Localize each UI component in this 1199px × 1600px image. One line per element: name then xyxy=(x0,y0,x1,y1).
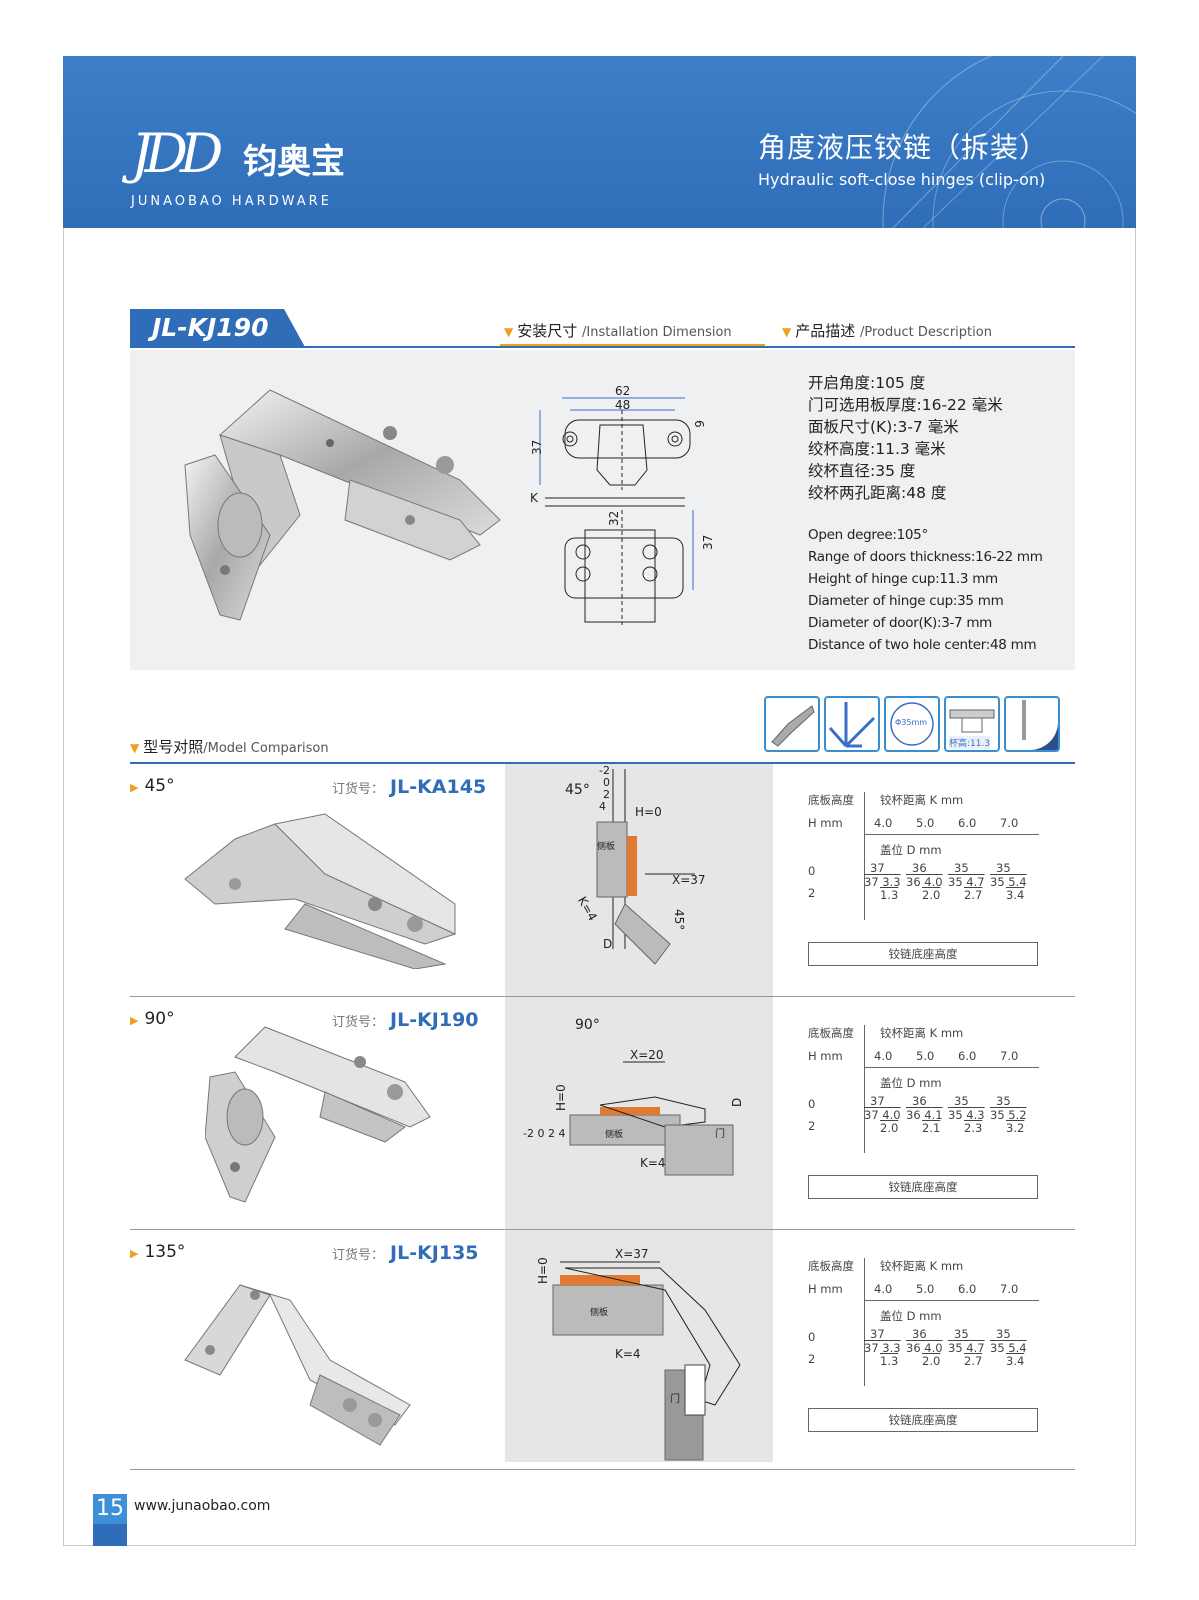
dim-37b: 37 xyxy=(701,535,715,550)
model-tag: JL-KJ190 xyxy=(130,309,305,347)
page-number: 15 xyxy=(93,1494,127,1524)
svg-text:K=4: K=4 xyxy=(575,894,600,923)
website-link[interactable]: www.junaobao.com xyxy=(134,1498,271,1514)
svg-text:0: 0 xyxy=(603,776,610,789)
row-angle: ▶45° xyxy=(130,776,175,796)
header-title: 角度液压铰链（拆装） Hydraulic soft-close hinges (… xyxy=(758,126,1048,189)
svg-text:D: D xyxy=(603,937,612,951)
install-dim-heading: ▼安装尺寸 /Installation Dimension xyxy=(504,322,732,340)
installation-dimension-drawing: 62 48 37 K 6 32 37 xyxy=(530,384,715,625)
svg-text:45°: 45° xyxy=(565,782,590,798)
hinge-icon xyxy=(764,696,820,752)
header-decoration xyxy=(882,56,1136,228)
svg-text:门: 门 xyxy=(715,1127,725,1140)
model-comparison-heading: ▼型号对照/Model Comparison xyxy=(130,738,329,756)
comparison-row-45: ▶45° 订货号：JL-KA145 45° -2 0 2 4 H=0 侧板 X=… xyxy=(130,764,1075,997)
svg-text:X=37: X=37 xyxy=(615,1247,649,1261)
open-angle-icon xyxy=(824,696,880,752)
svg-text:4: 4 xyxy=(599,800,606,813)
comparison-rule xyxy=(130,762,1075,764)
hinge-135-image xyxy=(184,1284,411,1446)
product-desc-en: Open degree:105°Range of doors thickness… xyxy=(808,527,1043,653)
title-en: Hydraulic soft-close hinges (clip-on) xyxy=(757,170,1046,189)
order-number: 订货号：JL-KJ135 xyxy=(332,1242,479,1264)
svg-text:H=0: H=0 xyxy=(635,805,662,819)
svg-text:45°: 45° xyxy=(672,909,686,930)
comparison-row-135: ▶135° 订货号：JL-KJ135 X=37 H=0 侧板 门 K=4 底板高… xyxy=(130,1230,1075,1462)
dim-37a: 37 xyxy=(530,440,544,455)
svg-text:2: 2 xyxy=(603,788,610,801)
row-angle: ▶135° xyxy=(130,1242,186,1262)
svg-text:K=4: K=4 xyxy=(640,1156,666,1170)
logo-mark: JDD xyxy=(131,122,223,185)
order-number: 订货号：JL-KJ190 xyxy=(332,1009,479,1031)
svg-text:D: D xyxy=(730,1098,744,1107)
cup-diameter-icon: Φ35mm xyxy=(884,696,940,752)
svg-text:H=0: H=0 xyxy=(536,1257,550,1284)
cup-height-icon: 杯高:11.3 xyxy=(944,696,1000,752)
svg-text:H=0: H=0 xyxy=(554,1084,568,1111)
product-desc-cn: 开启角度:105 度门可选用板厚度:16-22 毫米面板尺寸(K):3-7 毫米… xyxy=(808,374,1003,502)
row-angle: ▶90° xyxy=(130,1009,175,1029)
dim-62: 62 xyxy=(615,384,630,398)
svg-text:门: 门 xyxy=(670,1392,680,1405)
hinge-product-image xyxy=(184,389,501,621)
brand-name-en: JUNAOBAO HARDWARE xyxy=(131,194,332,209)
brand-name-cn: 钧奥宝 xyxy=(243,142,345,182)
section-rule xyxy=(130,346,1075,348)
dim-32: 32 xyxy=(607,511,621,526)
header-banner: JDD 钧奥宝 JUNAOBAO HARDWARE 角度液压铰链（拆装） Hyd… xyxy=(63,56,1136,228)
hinge-90-image xyxy=(205,1026,431,1203)
product-desc-heading: ▼产品描述 /Product Description xyxy=(782,322,992,340)
order-number: 订货号：JL-KA145 xyxy=(332,776,487,798)
svg-text:90°: 90° xyxy=(575,1017,600,1033)
svg-text:侧板: 侧板 xyxy=(605,1128,623,1140)
svg-text:侧板: 侧板 xyxy=(597,840,615,852)
installation-diagram-45: 45° -2 0 2 4 H=0 侧板 X=37 K=4 D 45° xyxy=(505,764,773,996)
bottom-rule xyxy=(130,1469,1075,1470)
dim-48: 48 xyxy=(615,398,630,412)
hinge-45-image xyxy=(184,813,457,969)
dim-k: K xyxy=(530,491,539,505)
svg-text:X=37: X=37 xyxy=(672,873,706,887)
install-dim-underline xyxy=(500,344,765,346)
svg-text:-2: -2 xyxy=(599,764,610,777)
svg-text:X=20: X=20 xyxy=(630,1048,664,1062)
comparison-row-90: ▶90° 订货号：JL-KJ190 90° X=20 H=0 侧板 门 D -2… xyxy=(130,997,1075,1230)
page-number-block: 15 xyxy=(93,1494,127,1546)
installation-diagram-90: 90° X=20 H=0 侧板 门 D -2 0 2 4 K=4 xyxy=(505,997,773,1229)
brand-logo: JDD 钧奥宝 JUNAOBAO HARDWARE xyxy=(131,122,345,209)
open-95-icon: 95° xyxy=(1004,696,1060,752)
title-cn: 角度液压铰链（拆装） xyxy=(757,131,1048,164)
dim-6: 6 xyxy=(692,420,706,428)
installation-diagram-135: X=37 H=0 侧板 门 K=4 xyxy=(505,1230,773,1462)
svg-text:侧板: 侧板 xyxy=(590,1306,608,1318)
svg-text:K=4: K=4 xyxy=(615,1347,641,1361)
svg-text:-2 0 2 4: -2 0 2 4 xyxy=(523,1127,565,1140)
